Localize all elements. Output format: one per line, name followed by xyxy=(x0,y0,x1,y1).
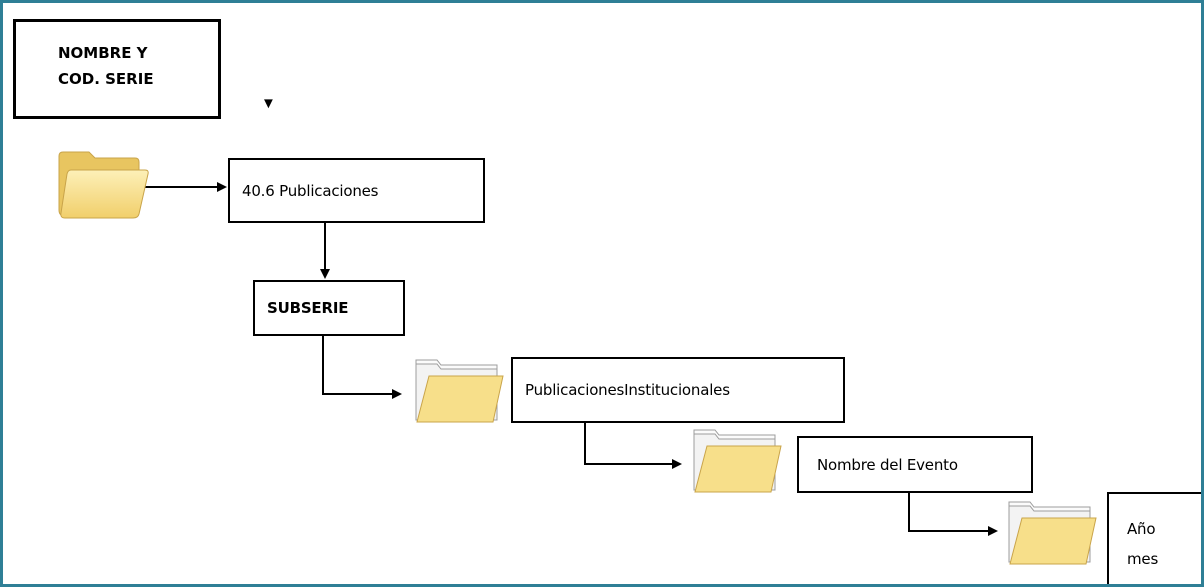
folder-icon xyxy=(693,429,782,493)
arrow-subserie-to-folder xyxy=(322,336,402,399)
institucionales-node-label: PublicacionesInstitucionales xyxy=(525,381,730,399)
evento-node-label: Nombre del Evento xyxy=(817,455,958,474)
folder-icon xyxy=(415,359,504,423)
folder-icon xyxy=(1008,501,1097,565)
connector-lines xyxy=(58,151,1097,565)
subserie-node: SUBSERIE xyxy=(253,280,405,336)
mes-label: mes xyxy=(1127,550,1159,568)
series-label-line2: COD. SERIE xyxy=(58,70,154,88)
serie-node-label: 40.6 Publicaciones xyxy=(242,181,379,200)
arrow-evento-to-folder xyxy=(908,493,998,536)
evento-node: Nombre del Evento xyxy=(797,436,1033,493)
series-label-line1: NOMBRE Y xyxy=(58,44,148,62)
folder-icon xyxy=(58,151,149,219)
series-name-label-box: NOMBRE Y COD. SERIE xyxy=(13,19,221,119)
down-triangle-marker: ▼ xyxy=(261,95,276,112)
arrow-institucionales-to-folder xyxy=(584,423,682,469)
serie-node: 40.6 Publicaciones xyxy=(228,158,485,223)
anio-mes-node-text: Año mes xyxy=(1127,514,1159,584)
institucionales-node: PublicacionesInstitucionales xyxy=(511,357,845,423)
anio-label: Año xyxy=(1127,520,1156,538)
anio-mes-node: Año mes xyxy=(1107,492,1201,584)
subserie-node-label: SUBSERIE xyxy=(267,299,349,317)
